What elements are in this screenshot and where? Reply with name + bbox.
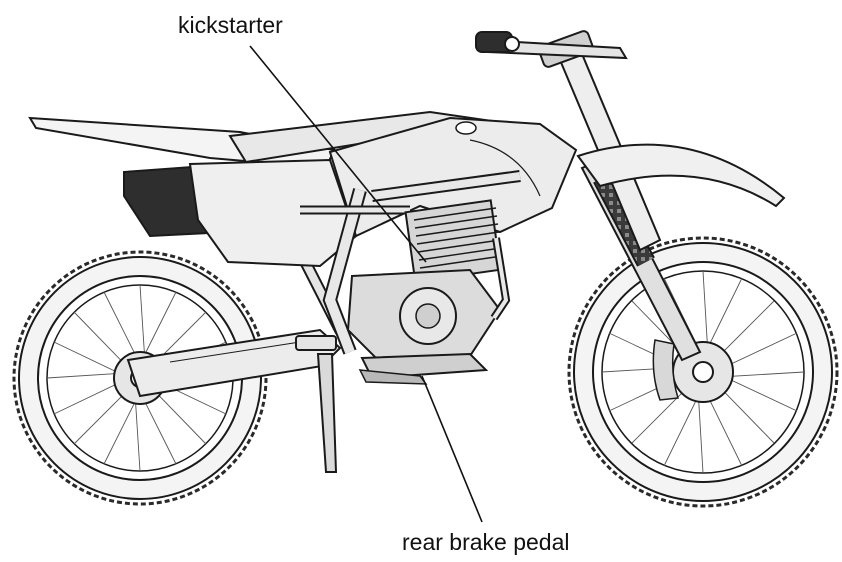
kickstarter-leader bbox=[249, 45, 427, 263]
leader-lines bbox=[249, 45, 483, 523]
footpeg bbox=[295, 335, 337, 351]
rear-brake-pedal-leader bbox=[421, 375, 483, 523]
side-panel bbox=[188, 158, 358, 268]
front-fender bbox=[576, 143, 786, 208]
kickstarter-callout: kickstarter bbox=[178, 12, 283, 38]
kickstand bbox=[316, 353, 338, 473]
brake-disc-caliper bbox=[652, 339, 679, 401]
handlebar bbox=[475, 31, 628, 60]
engine bbox=[346, 199, 511, 364]
frame bbox=[300, 170, 521, 355]
rear-brake-pedal-callout: rear brake pedal bbox=[402, 529, 570, 555]
front-wheel bbox=[567, 236, 839, 508]
